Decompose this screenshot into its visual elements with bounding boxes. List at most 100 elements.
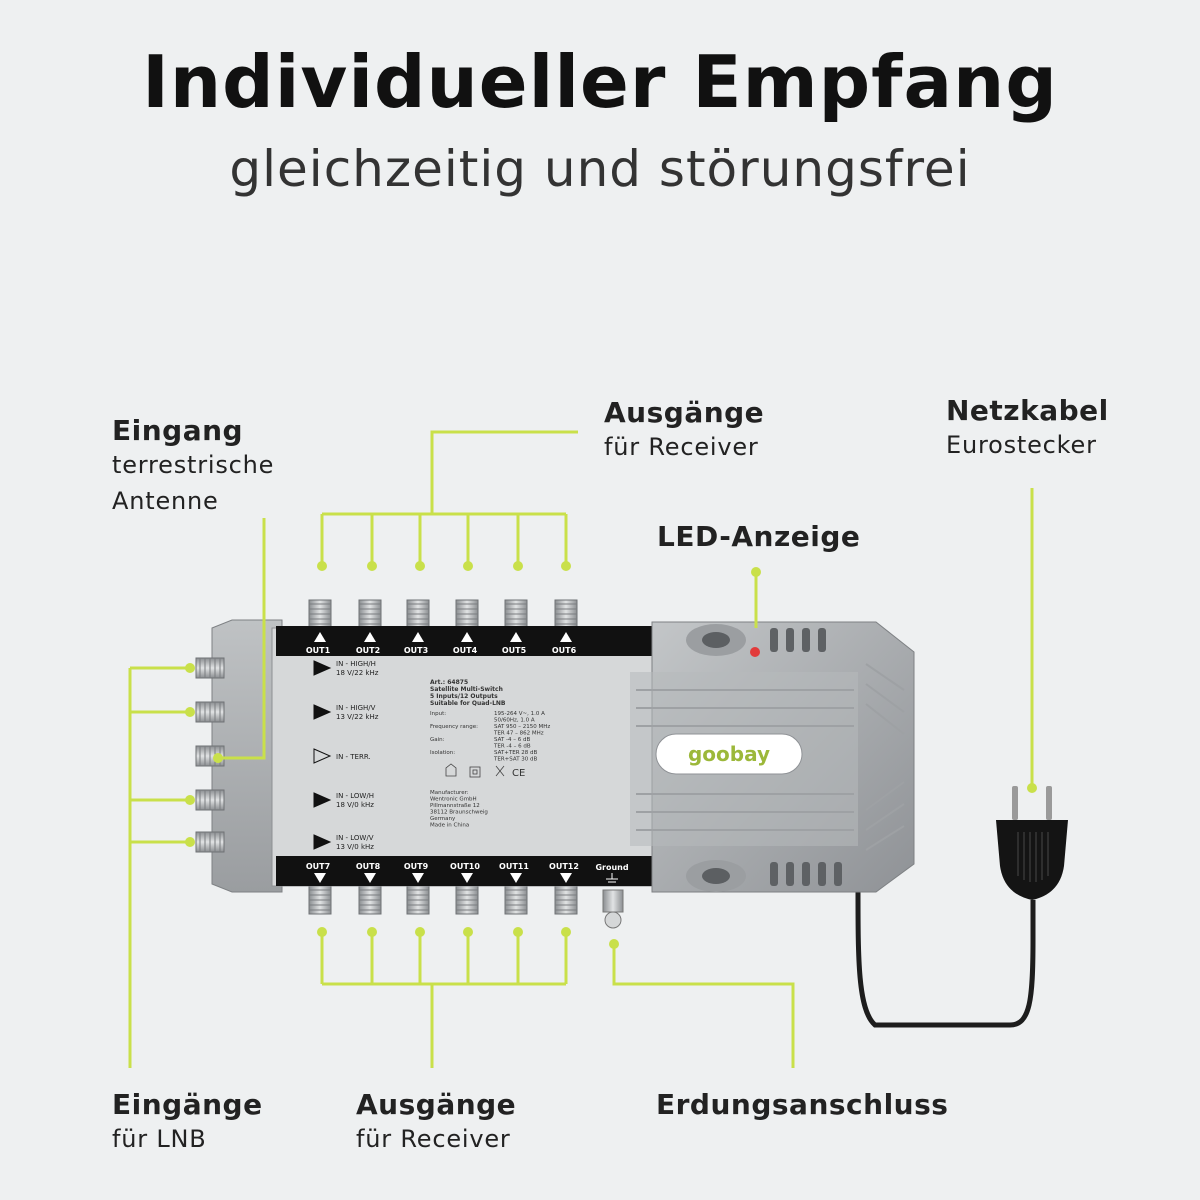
callout-text: für Receiver — [604, 433, 759, 461]
port-label: OUT2 — [356, 646, 380, 655]
device-right-housing: goobay — [630, 621, 915, 893]
input-arrow-icon — [313, 748, 332, 764]
spec-key: Isolation: — [430, 750, 455, 756]
callout-text: für LNB — [112, 1125, 207, 1153]
input-label: IN - HIGH/V — [336, 704, 376, 712]
spec-key: Gain: — [430, 737, 445, 743]
f-connector-bottom — [406, 885, 430, 915]
cooling-slots-top — [770, 628, 826, 652]
brand-badge — [655, 733, 803, 775]
input-label: 13 V/22 kHz — [336, 713, 379, 721]
mounting-hole-top — [686, 624, 746, 656]
port-label: OUT7 — [306, 862, 330, 871]
manufacturer-line: Pillmannstraße 12 — [430, 803, 480, 809]
f-connector-bottom — [455, 885, 479, 915]
callout-outputs-top: Ausgänge für Receiver — [604, 396, 764, 465]
manufacturer-line: Made in China — [430, 823, 469, 829]
headline: Individueller Empfang — [142, 40, 1058, 124]
spec-header-line: Suitable for Quad-LNB — [430, 700, 506, 707]
f-connector-bottom — [554, 885, 578, 915]
spec-header-line: Satellite Multi-Switch — [430, 686, 503, 693]
top-connectors — [308, 599, 578, 629]
callout-lines — [128, 430, 1034, 1068]
port-arrow-icon — [560, 632, 572, 642]
port-arrow-icon — [314, 632, 326, 642]
callout-title: Eingang — [112, 414, 244, 447]
callout-input-terrestrial: Eingang terrestrische Antenne — [112, 414, 274, 519]
manufacturer-line: Germany — [430, 816, 456, 822]
spec-header-line: 5 Inputs/12 Outputs — [430, 693, 498, 700]
spec-value: TER+SAT 30 dB — [493, 757, 538, 763]
spec-value: SAT+TER 28 dB — [494, 750, 538, 756]
brand-logo: goobay — [688, 742, 770, 766]
input-connector-block — [195, 619, 283, 893]
port-arrow-icon — [412, 632, 424, 642]
ce-mark-icon: CE — [512, 768, 525, 779]
subheadline: gleichzeitig und störungsfrei — [229, 140, 971, 198]
weee-bin-icon — [495, 765, 505, 777]
callout-text: Antenne — [112, 487, 219, 515]
port-arrow-icon — [314, 873, 326, 883]
port-arrow-icon — [364, 632, 376, 642]
port-label: OUT1 — [306, 646, 331, 655]
port-label: OUT5 — [502, 646, 527, 655]
f-connector-input — [195, 789, 225, 811]
manufacturer-line: 38112 Braunschweig — [430, 810, 488, 816]
callout-dots — [185, 561, 1037, 949]
callout-inputs-lnb: Eingänge für LNB — [112, 1088, 263, 1157]
spec-value: 50/60Hz, 1.0 A — [494, 718, 535, 724]
spec-value: SAT -4 – 6 dB — [494, 737, 531, 743]
spec-key: Input: — [430, 711, 446, 717]
manufacturer-line: Wentronic GmbH — [430, 797, 477, 803]
port-label: OUT11 — [499, 862, 529, 871]
port-arrow-icon — [461, 873, 473, 883]
port-label: OUT12 — [549, 862, 579, 871]
callout-text: Eurostecker — [946, 431, 1097, 459]
mounting-hole-bottom — [686, 860, 746, 892]
callout-power-cable: Netzkabel Eurostecker — [946, 394, 1109, 463]
callout-ground: Erdungsanschluss — [656, 1088, 948, 1121]
input-label: IN - TERR. — [336, 753, 371, 761]
callout-title: LED-Anzeige — [657, 520, 861, 553]
port-label: OUT10 — [450, 862, 480, 871]
input-arrow-icon — [313, 834, 332, 850]
device-center-body — [271, 626, 655, 887]
spec-value: SAT 950 – 2150 MHz — [494, 724, 550, 730]
callout-title: Netzkabel — [946, 394, 1109, 427]
port-arrow-icon — [560, 873, 572, 883]
f-connector-input — [195, 701, 225, 723]
f-connector-input — [195, 831, 225, 853]
f-connector-top — [358, 599, 382, 629]
input-label: 18 V/0 kHz — [336, 801, 374, 809]
input-arrow-icon — [313, 792, 332, 808]
f-connector-bottom — [358, 885, 382, 915]
f-connector-bottom — [504, 885, 528, 915]
class-ii-icon — [469, 766, 481, 778]
port-label: OUT8 — [356, 862, 381, 871]
input-label: 18 V/22 kHz — [336, 669, 379, 677]
ground-connector: Ground — [595, 863, 629, 929]
euro-plug-icon — [996, 786, 1068, 900]
callout-text: für Receiver — [356, 1125, 511, 1153]
spec-header-line: Art.: 64875 — [430, 679, 468, 686]
cooling-slots-bottom — [770, 862, 842, 886]
spec-value: TER 47 – 862 MHz — [493, 731, 544, 737]
port-label: OUT9 — [404, 862, 429, 871]
port-arrow-icon — [510, 873, 522, 883]
input-label: IN - HIGH/H — [336, 660, 376, 668]
callout-title: Erdungsanschluss — [656, 1088, 949, 1121]
input-arrow-icon — [313, 660, 332, 676]
callout-title: Ausgänge — [356, 1088, 517, 1121]
port-arrow-icon — [510, 632, 522, 642]
port-arrow-icon — [364, 873, 376, 883]
f-connector-input — [195, 657, 225, 679]
led-indicator — [750, 647, 760, 657]
indoor-use-icon — [445, 763, 457, 777]
spec-value: TER -4 – 6 dB — [493, 744, 531, 750]
callout-led: LED-Anzeige — [657, 520, 860, 553]
f-connector-top — [406, 599, 430, 629]
input-labels: IN - HIGH/H18 V/22 kHz IN - HIGH/V13 V/22… — [313, 660, 379, 851]
port-label: OUT6 — [552, 646, 577, 655]
port-label: OUT4 — [453, 646, 478, 655]
